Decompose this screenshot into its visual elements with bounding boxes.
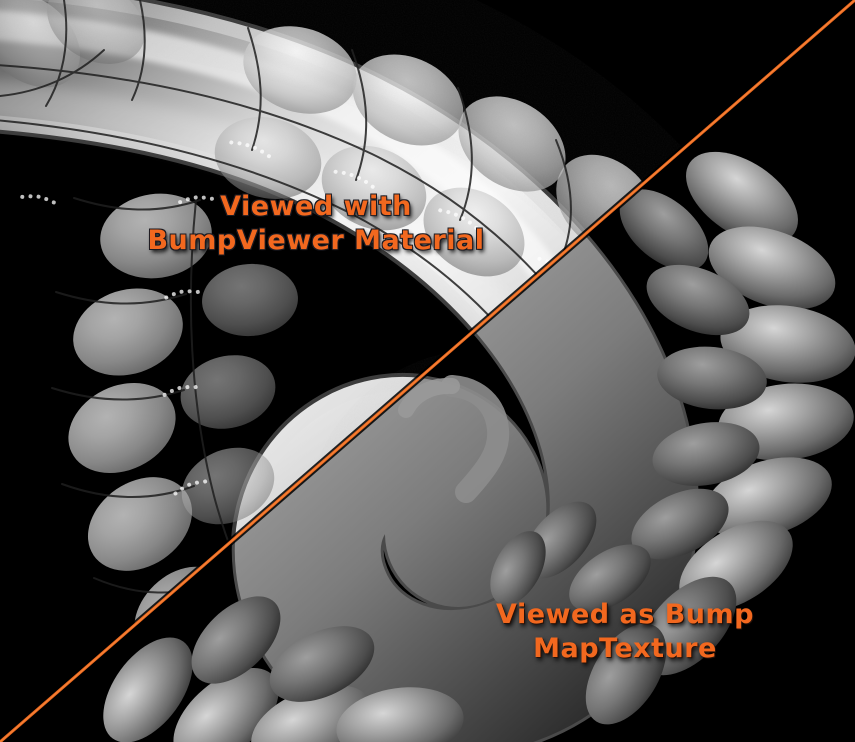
bump-scales-group	[103, 151, 855, 742]
